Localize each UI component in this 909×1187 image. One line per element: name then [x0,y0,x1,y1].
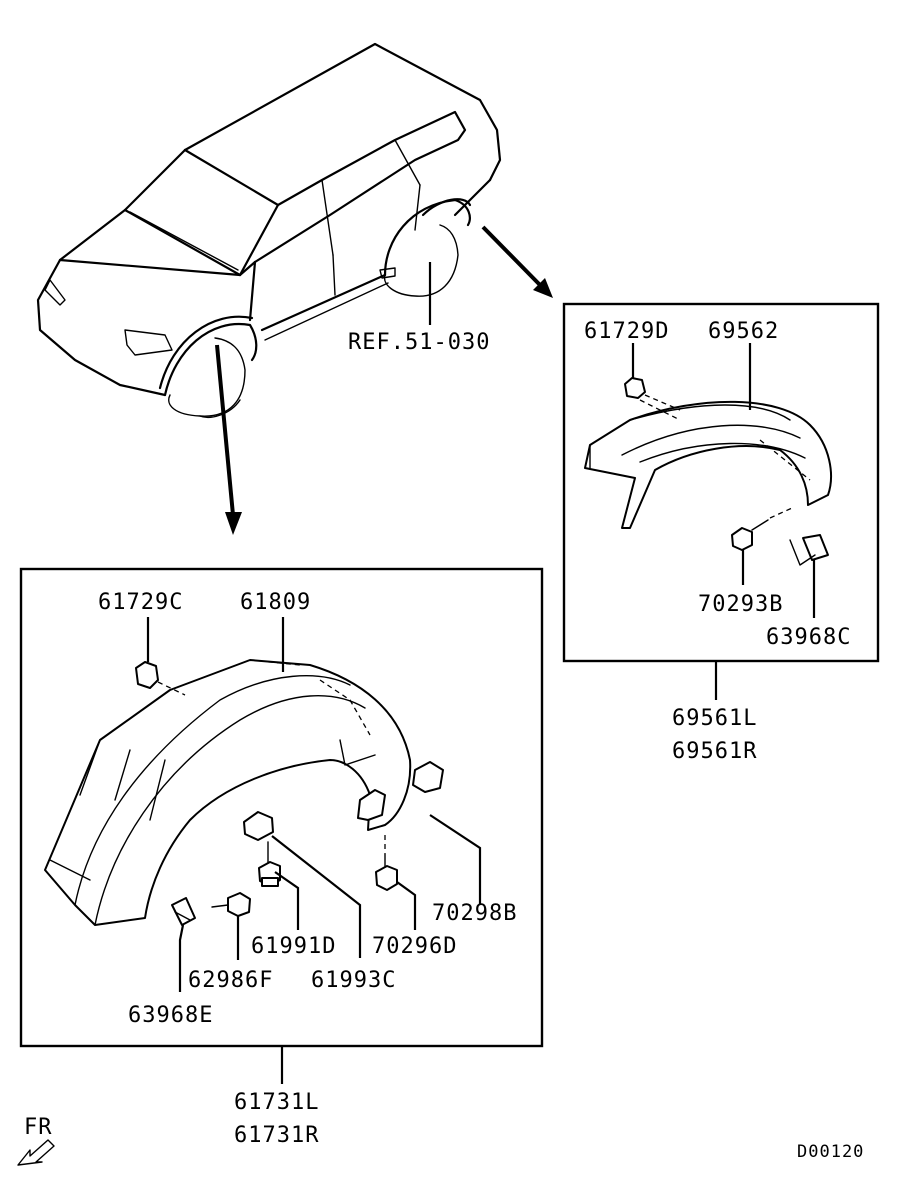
label-69562: 69562 [708,319,779,344]
front-fender-flare [44,659,412,926]
front-nut-mid-icon [243,811,274,841]
label-61729D: 61729D [584,319,669,344]
fr-arrow-icon [17,1139,55,1166]
rear-clip-top-icon [624,377,681,411]
leader-61993C [271,835,362,958]
label-61731R: 61731R [234,1123,319,1148]
front-screw-a-icon [258,841,281,887]
leader-63968E [178,924,185,992]
label-69561L: 69561L [672,706,757,731]
pointer-arrows [215,225,553,535]
rear-clip-icon [789,534,829,566]
front-nut-right-icon [412,761,444,793]
leader-61991D [274,871,300,930]
label-70298B: 70298B [432,901,517,926]
rear-screw-icon [731,507,793,551]
leader-70296D [396,881,417,930]
rear-parts-box [562,302,880,663]
label-61731L: 61731L [234,1090,319,1115]
diagram-code: D00120 [797,1142,864,1162]
front-screw-b-icon [375,835,398,891]
label-61809: 61809 [240,590,311,615]
label-63968C: 63968C [766,625,851,650]
fr-label: FR [24,1115,53,1140]
front-clip-top-icon [135,661,186,696]
vehicle-outline [36,42,502,418]
ref-label: REF.51-030 [348,330,490,355]
rear-fender-flare [584,399,832,529]
label-62986F: 62986F [188,968,273,993]
front-bolt-icon [211,892,251,917]
front-direction-indicator: FR [17,1115,55,1166]
label-61991D: 61991D [251,934,336,959]
label-63968E: 63968E [128,1003,213,1028]
label-70293B: 70293B [698,592,783,617]
front-clip-icon [171,897,196,926]
label-70296D: 70296D [372,934,457,959]
label-61729C: 61729C [98,590,183,615]
leader-70298B [429,814,482,905]
label-61993C: 61993C [311,968,396,993]
label-69561R: 69561R [672,739,757,764]
